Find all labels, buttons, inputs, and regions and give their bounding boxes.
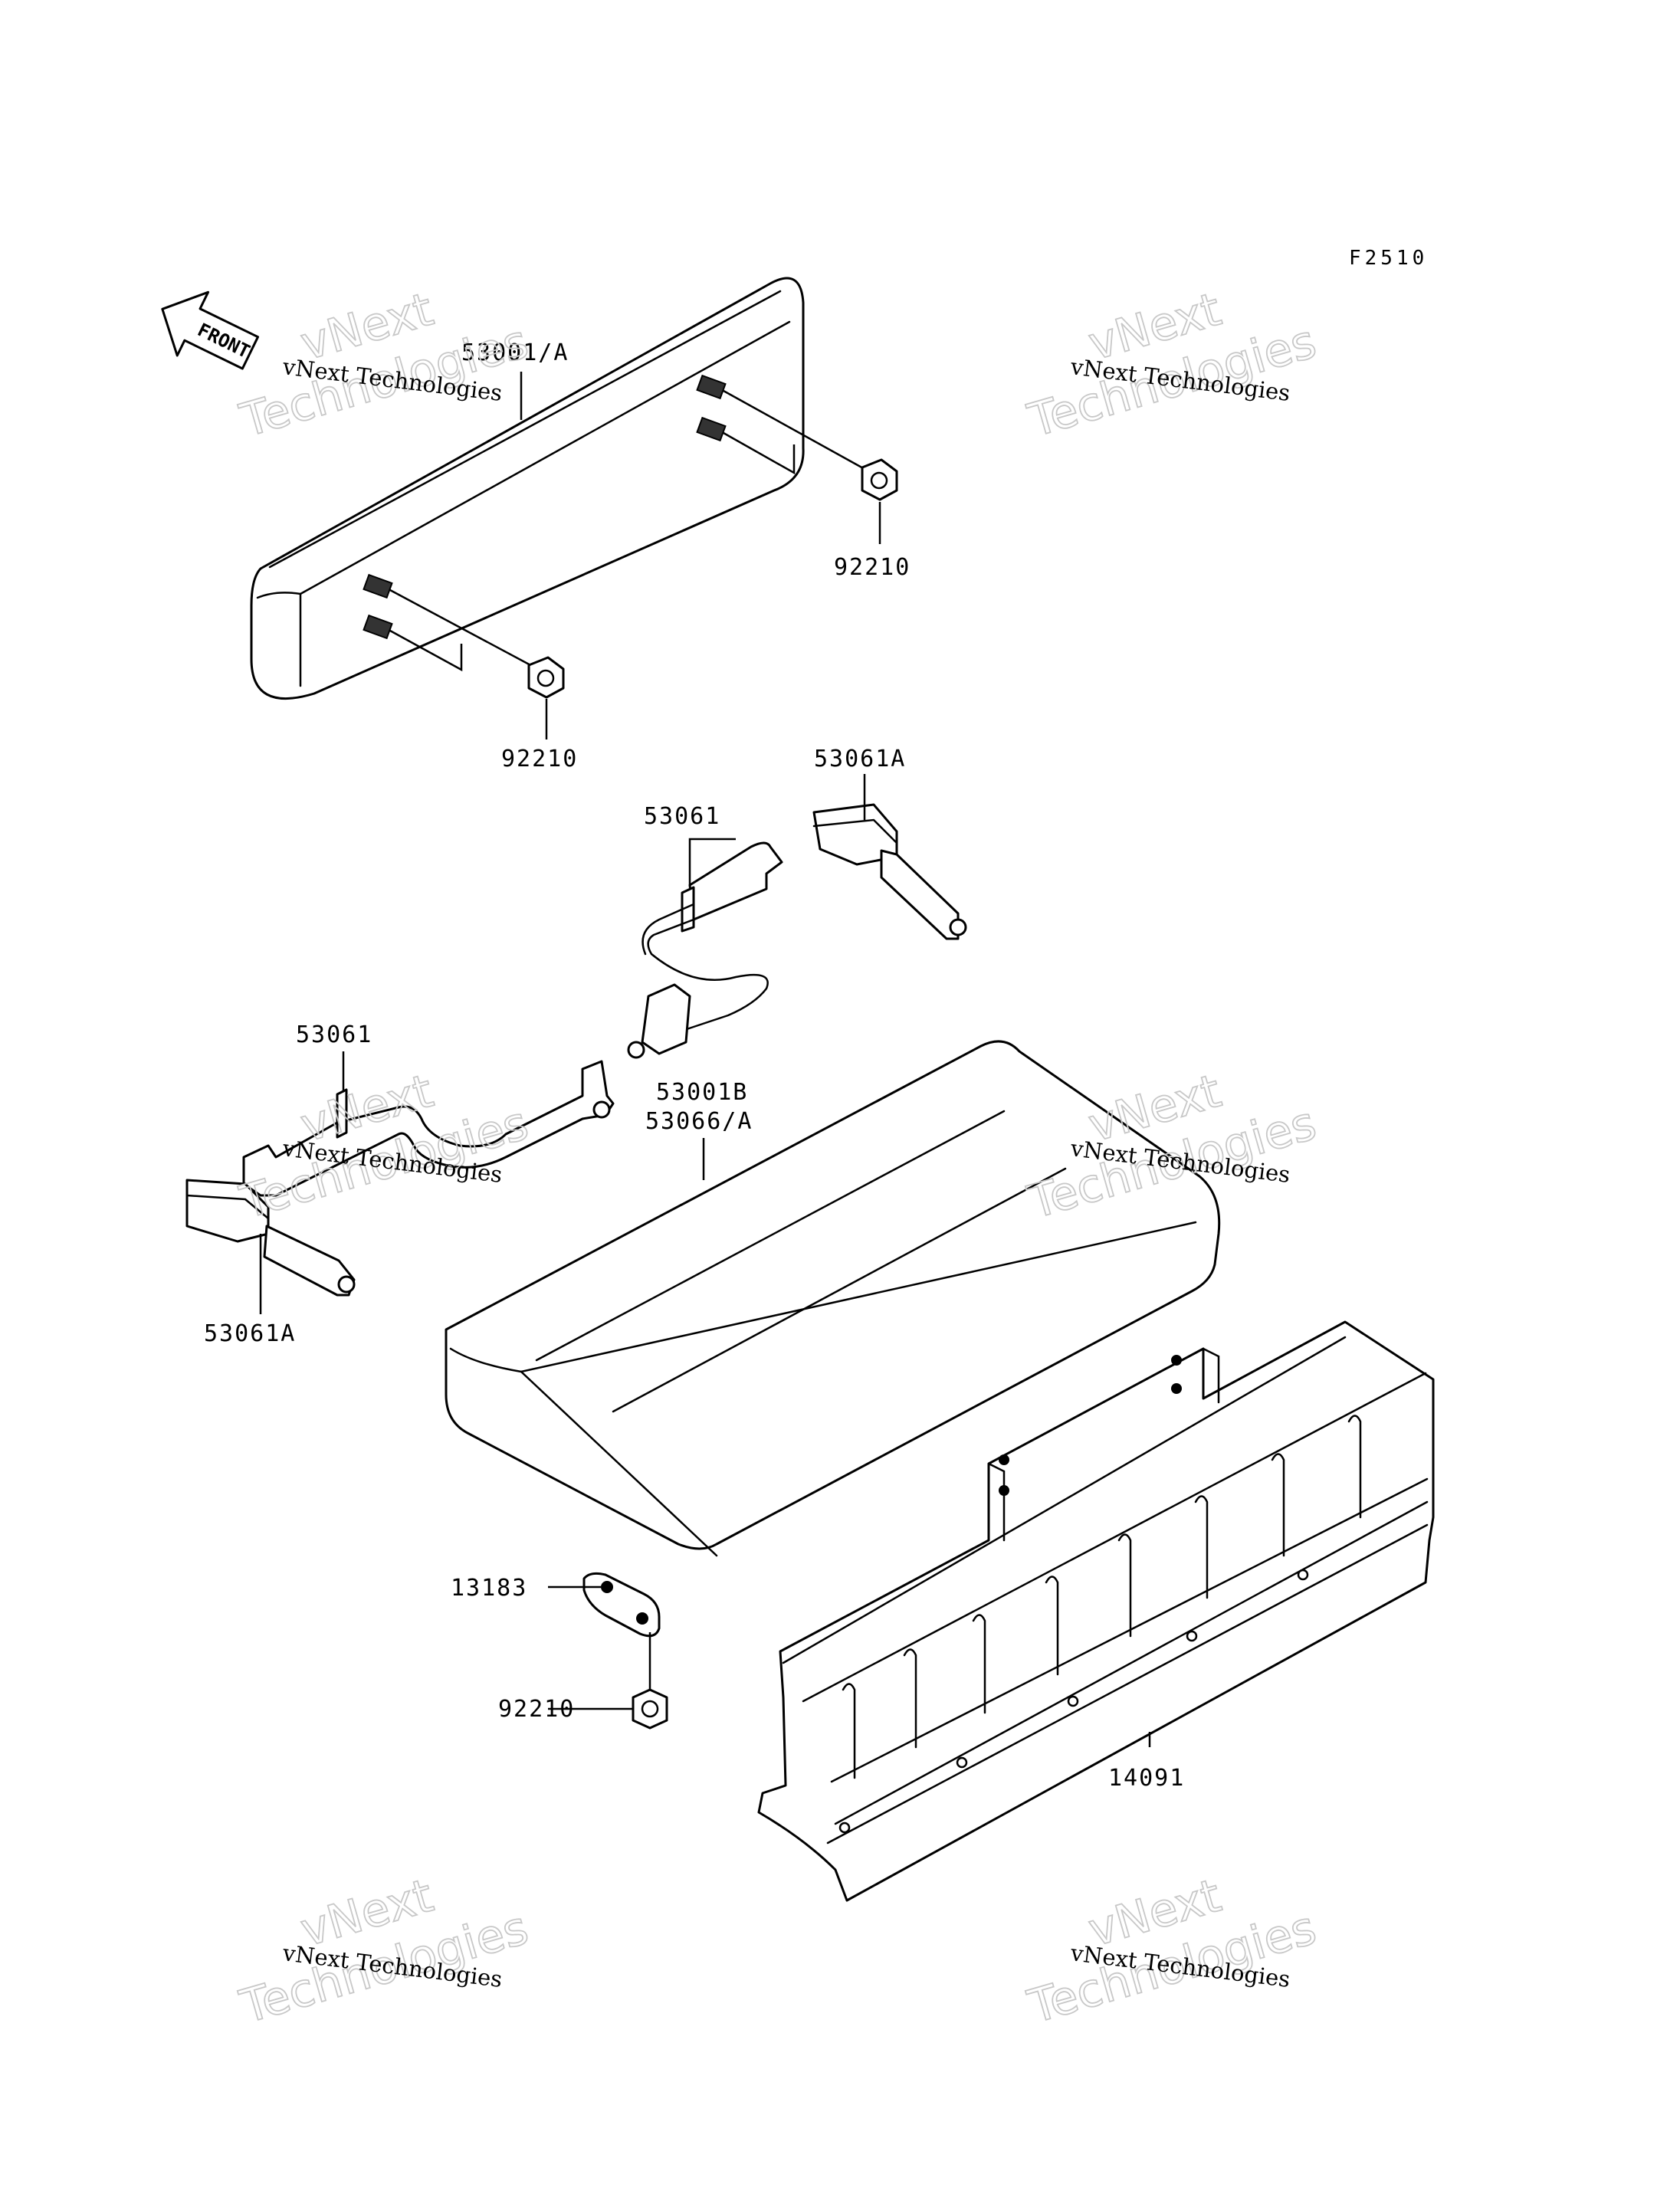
callout-seat-line1: 53001B xyxy=(656,1079,748,1106)
callout-lid: 53001/A xyxy=(461,339,569,366)
callout-strap-right: 53061 xyxy=(644,803,720,830)
guard-ribs xyxy=(842,1415,1362,1779)
callout-guard: 14091 xyxy=(1108,1765,1185,1792)
seat-part xyxy=(445,1040,1221,1557)
callout-strap-end-left: 53061A xyxy=(204,1320,296,1347)
strap-end-right-part xyxy=(812,803,967,940)
lid-studs xyxy=(363,374,727,640)
callout-seat-line2: 53066/A xyxy=(645,1108,753,1135)
callout-labels: 53001/A 92210 92210 53061A 53061 53061 5… xyxy=(204,339,1185,1792)
nut-icon-top-left xyxy=(527,656,565,699)
watermark-bottom-right: vNext Technologies vNext Technologies xyxy=(1022,1868,1323,2035)
nut-icon-top-right xyxy=(861,458,898,501)
bracket-part xyxy=(582,1572,661,1697)
lid-part xyxy=(250,277,865,700)
guard-part xyxy=(757,1320,1435,1902)
strap-end-left-part xyxy=(185,1179,356,1297)
callout-strap-end-right: 53061A xyxy=(814,746,906,772)
watermark-bottom-left: vNext Technologies vNext Technologies xyxy=(234,1868,535,2035)
callout-strap-left: 53061 xyxy=(296,1021,372,1048)
nut-icon-bottom xyxy=(632,1688,668,1730)
front-arrow-icon: FRONT xyxy=(161,290,260,370)
watermark-top-left: vNext Technologies vNext Technologies xyxy=(234,282,535,449)
watermark-mid-left: vNext Technologies vNext Technologies xyxy=(234,1064,535,1231)
watermark-top-right: vNext Technologies vNext Technologies xyxy=(1022,282,1323,449)
figure-code: F2510 xyxy=(1349,247,1428,270)
callout-nut-top-left: 92210 xyxy=(501,746,578,772)
strap-right-part xyxy=(627,841,783,1059)
callout-nut-top-right: 92210 xyxy=(834,554,911,581)
leader-lines xyxy=(259,372,1151,1747)
strap-left-part xyxy=(242,1060,615,1197)
callout-bracket: 13183 xyxy=(451,1575,527,1602)
callout-nut-bottom: 92210 xyxy=(498,1696,575,1723)
